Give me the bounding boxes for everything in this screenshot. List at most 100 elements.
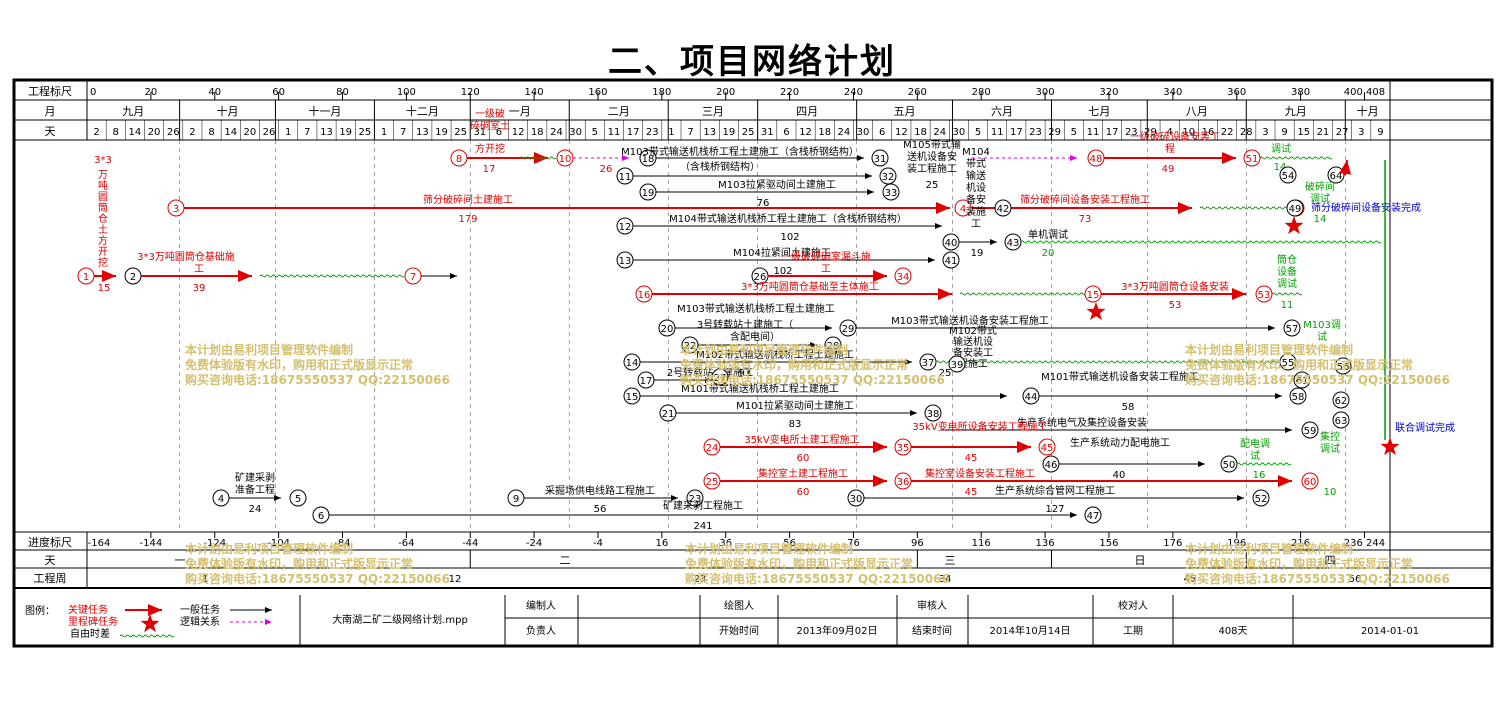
day-label: 1: [381, 127, 387, 138]
day-label: 2: [189, 127, 195, 138]
day-label: 17: [1106, 127, 1119, 138]
day-label: 22: [1221, 127, 1234, 138]
task-label: 集控: [1320, 430, 1340, 443]
scale-tick-label: 380: [1291, 87, 1310, 98]
node-number: 9: [513, 494, 519, 505]
task-label: 碎硐室土: [470, 119, 510, 132]
watermark-text: 本计划由易利项目管理软件编制: [1185, 342, 1353, 357]
day-label: 26: [263, 127, 276, 138]
task-duration: 14: [1314, 214, 1327, 225]
day-label: 19: [339, 127, 352, 138]
task-label: 输送机设: [953, 335, 993, 348]
watermark-text: 免费体验版有水印，购用和正式版显示正常: [680, 357, 908, 372]
node-number: 29: [842, 324, 855, 335]
legend-title: 图例：: [25, 604, 55, 617]
day-label: 3: [1358, 127, 1364, 138]
task-label: 集控室设备安装工程施工: [925, 467, 1035, 480]
task-duration: 10: [1324, 487, 1337, 498]
watermark-text: 购买咨询电话:18675550537 QQ:22150066: [185, 372, 450, 387]
task-label: 机设: [966, 181, 986, 194]
task-label: 35kV变电所土建工程施工: [744, 433, 859, 446]
day-label: 9: [1377, 127, 1383, 138]
watermark-text: 本计划由易利项目管理软件编制: [185, 342, 353, 357]
float-wave: [259, 274, 405, 278]
task-label: 备安: [966, 193, 986, 206]
node-number: 4: [960, 204, 966, 215]
day-label: 11: [991, 127, 1004, 138]
day-label: 30: [952, 127, 965, 138]
day-label: 14: [224, 127, 237, 138]
day-label: 20: [244, 127, 257, 138]
day-label: 7: [304, 127, 310, 138]
task-label: 程施工: [958, 357, 988, 370]
node-circle: [824, 336, 842, 354]
task-duration: 102: [780, 232, 799, 243]
task-label: 2号转载站土建施工: [667, 366, 753, 379]
day-label: 12: [895, 127, 908, 138]
day2-label: 日: [1135, 554, 1146, 567]
task-duration: 19: [971, 248, 984, 259]
scale-tick-label: 140: [525, 87, 544, 98]
progress-tick-label: -104: [267, 538, 290, 549]
node-number: 54: [1282, 171, 1295, 182]
task-label: 吨: [98, 179, 108, 192]
day-label: 23: [1125, 127, 1138, 138]
month-label: 十一月: [308, 104, 341, 118]
watermark-text: 本计划由易利项目管理软件编制: [685, 541, 853, 556]
scale-tick-label: 60: [272, 87, 285, 98]
task-label: 配电调: [1240, 437, 1270, 450]
legend-normal: 一般任务: [180, 603, 220, 616]
node-number: 4: [218, 494, 224, 505]
week-label: 45: [1184, 574, 1197, 585]
task-duration: 45: [965, 487, 978, 498]
node-circle: [1293, 371, 1311, 389]
task-duration: 56: [594, 504, 607, 515]
progress-tick-label: 176: [1163, 538, 1182, 549]
day-label: 29: [1144, 127, 1157, 138]
node-number: 47: [1087, 511, 1100, 522]
task-label: M104带式输送机栈桥工程土建施工（含栈桥钢结构）: [669, 212, 907, 225]
day-label: 13: [703, 127, 716, 138]
task-label: 26: [600, 164, 613, 175]
footer-checker-label: 校对人: [1118, 599, 1148, 612]
footer-end-label: 结束时间: [912, 624, 952, 637]
node-circle: [1283, 319, 1301, 337]
node-number: 15: [626, 392, 639, 403]
progress-tick-label: -4: [593, 538, 603, 549]
node-number: 48: [1090, 154, 1103, 165]
day-label: 18: [531, 127, 544, 138]
task-label: 35kV变电所设备安装工程施工: [912, 420, 1047, 433]
node-number: 56: [1337, 362, 1350, 373]
node-number: 43: [1007, 238, 1020, 249]
task-label: 调试: [1277, 277, 1297, 290]
milestone-star: [1086, 302, 1106, 321]
task-label: 一级破碎设备安装工: [1130, 130, 1220, 143]
task-duration: 179: [458, 214, 477, 225]
scale-tick-label: 400 408: [1344, 87, 1385, 98]
task-label: 矿建采剥: [235, 471, 275, 484]
day-label: 25: [742, 127, 755, 138]
task-label: 方开挖: [475, 142, 505, 155]
node-number: 14: [626, 358, 639, 369]
node-number: 46: [1045, 460, 1058, 471]
month-row-label: 月: [45, 105, 56, 118]
node-circle: [894, 267, 912, 285]
outer-frame: [12, 78, 1494, 648]
node-circle: [994, 199, 1012, 217]
month-label: 十月: [217, 104, 239, 118]
node-number: 52: [1255, 494, 1268, 505]
node-number: 12: [619, 222, 632, 233]
scale-tick-label: 280: [972, 87, 991, 98]
task-label: 一级破: [475, 107, 505, 120]
progress-tick-label: 156: [1099, 538, 1118, 549]
watermark-text: 本计划由易利项目管理软件编制: [185, 541, 353, 556]
node-circle: [1332, 411, 1350, 429]
float-wave: [1259, 156, 1333, 160]
milestone-star: [1380, 437, 1400, 456]
day-label: 3: [1262, 127, 1268, 138]
watermark-text: 购买咨询电话:18675550537 QQ:22150066: [1185, 571, 1450, 586]
node-number: 21: [662, 409, 675, 420]
task-label: 工: [194, 264, 204, 275]
task-label: 筒仓: [1277, 253, 1297, 266]
day-label: 26: [167, 127, 180, 138]
